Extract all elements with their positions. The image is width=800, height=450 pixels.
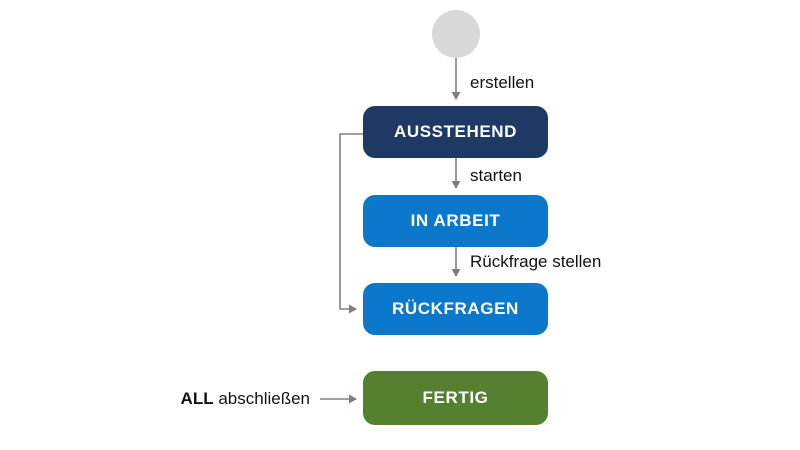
state-fertig: FERTIG — [363, 371, 548, 425]
all-keyword: ALL — [180, 389, 214, 408]
state-in-arbeit: IN ARBEIT — [363, 195, 548, 247]
transition-label-rueckfrage-stellen: Rückfrage stellen — [470, 252, 602, 271]
abschliessen-text: abschließen — [218, 389, 310, 408]
state-label: RÜCKFRAGEN — [392, 299, 519, 318]
state-label: AUSSTEHEND — [393, 122, 518, 141]
transition-label-erstellen: erstellen — [470, 73, 535, 92]
state-label: IN ARBEIT — [410, 211, 501, 230]
transition-label-all-abschliessen: ALL abschließen — [181, 388, 310, 410]
transition-label-starten: starten — [470, 166, 522, 185]
state-ausstehend: AUSSTEHEND — [363, 106, 548, 158]
arrow-ausstehend-to-rueckfragen — [339, 133, 363, 314]
state-rueckfragen: RÜCKFRAGEN — [363, 283, 548, 335]
initial-state-circle — [432, 10, 480, 58]
state-label: FERTIG — [422, 388, 489, 407]
